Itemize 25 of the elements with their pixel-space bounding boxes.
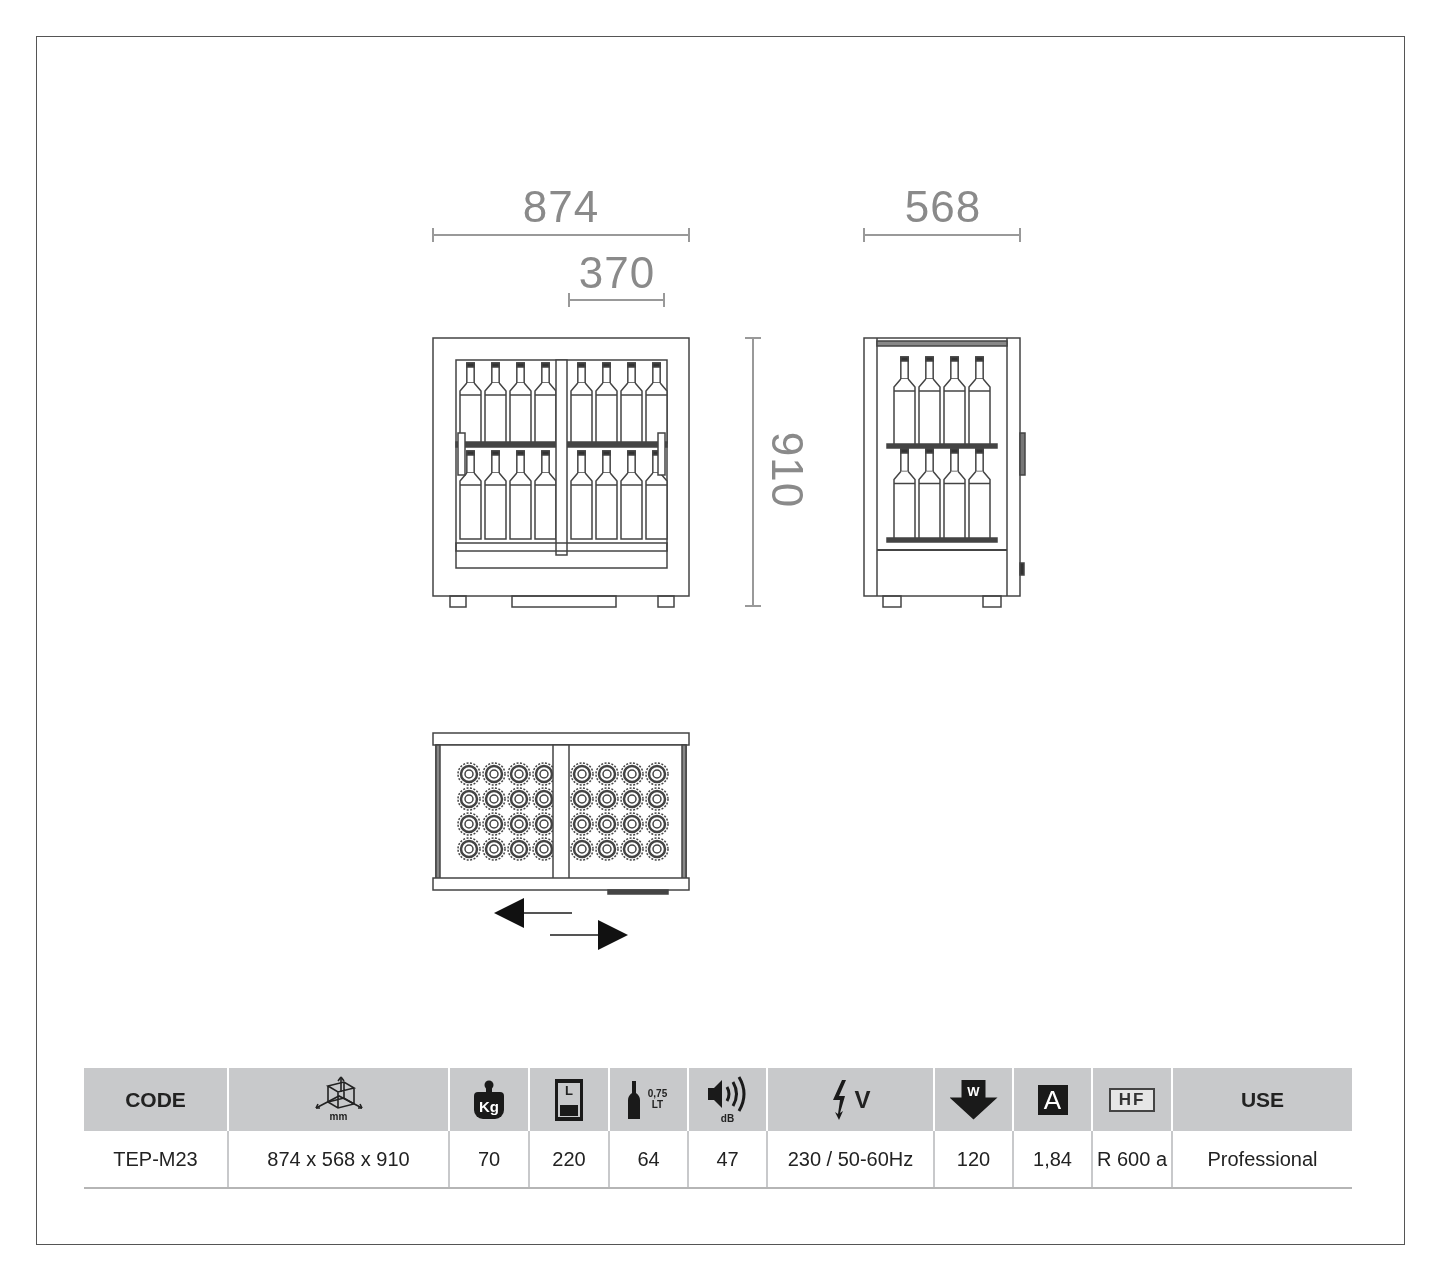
current-icon: A	[1037, 1084, 1068, 1115]
cell-value: 47	[716, 1147, 739, 1171]
unit-label: 0,75 LT	[646, 1089, 669, 1110]
weight-icon: Kg	[474, 1092, 504, 1119]
cell-value: 70	[477, 1147, 501, 1171]
unit-label: mm	[329, 1112, 348, 1123]
cell-value: 64	[637, 1147, 660, 1171]
dimension-label: 910	[765, 431, 809, 509]
cell-value: 1,84	[1033, 1147, 1072, 1171]
cell-value: R 600 a	[1096, 1147, 1168, 1171]
cell-value: TEP-M23	[113, 1147, 198, 1171]
cell-value: 230 / 50-60Hz	[787, 1147, 914, 1171]
dimension-label: 568	[904, 185, 982, 229]
cell-value: 120	[956, 1147, 991, 1171]
cell-value: 874 x 568 x 910	[267, 1147, 410, 1171]
dimension-label: 370	[578, 251, 656, 295]
unit-label: V	[854, 1085, 871, 1114]
dimension-label: 874	[522, 185, 600, 229]
cell-value: 220	[552, 1147, 586, 1171]
unit-label: dB	[720, 1114, 735, 1125]
column-header: USE	[1240, 1087, 1285, 1112]
column-header: CODE	[125, 1087, 186, 1112]
hourglass-icon: L	[555, 1078, 583, 1121]
cell-value: Professional	[1207, 1147, 1318, 1171]
refrigerant-icon: HF	[1108, 1087, 1156, 1112]
